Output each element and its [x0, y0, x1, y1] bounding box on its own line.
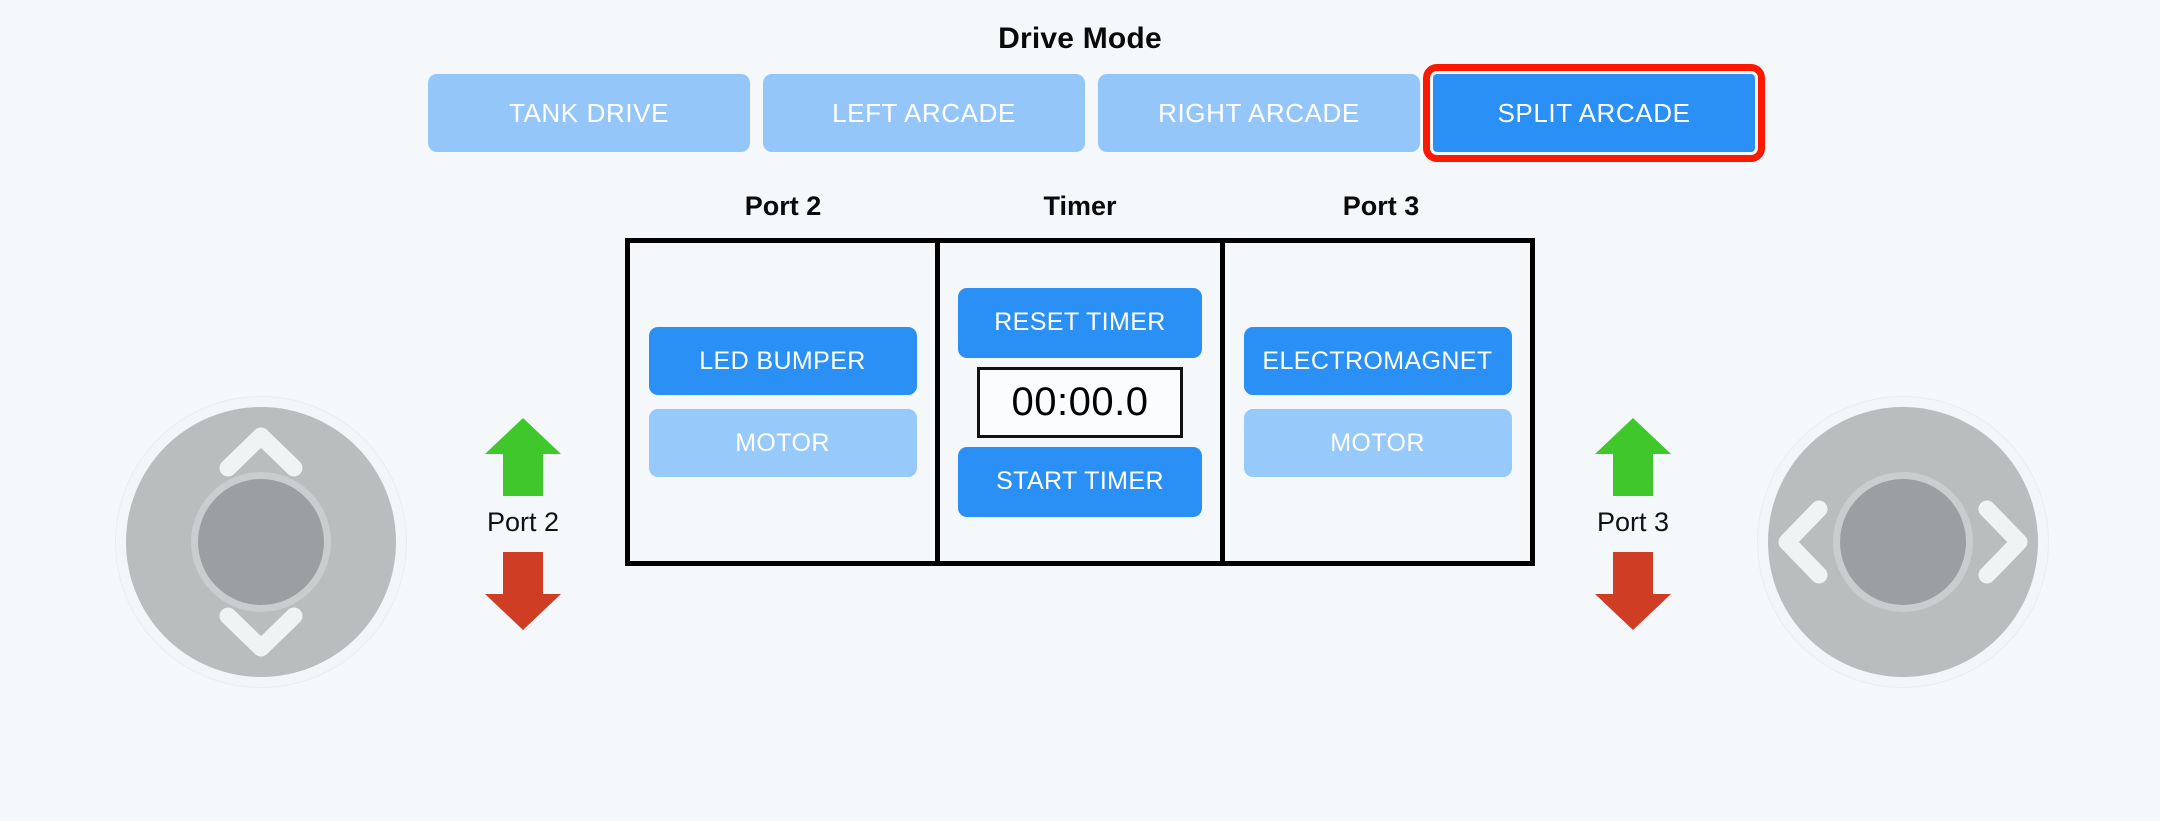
drive-mode-slot-tank: TANK DRIVE [428, 74, 750, 152]
port2-motor-button[interactable]: MOTOR [648, 409, 917, 477]
port2-up-arrow-icon [485, 418, 561, 496]
port2-indicator: Port 2 [443, 416, 603, 632]
port3-indicator-label: Port 3 [1596, 507, 1670, 537]
port3-down-arrow-icon [1595, 552, 1671, 630]
port2-led-bumper-button[interactable]: LED BUMPER [648, 327, 917, 395]
right-joystick-chevrons [1778, 500, 2028, 584]
chevron-down-icon [219, 607, 303, 657]
drive-mode-slot-split-arcade: SPLIT ARCADE [1423, 64, 1765, 162]
left-joystick[interactable] [115, 396, 407, 688]
port2-indicator-label: Port 2 [486, 507, 560, 537]
right-joystick-knob[interactable] [1840, 479, 1966, 605]
port3-column: ELECTROMAGNET MOTOR [1225, 243, 1530, 561]
port2-down-arrow-icon [485, 552, 561, 630]
timer-display: 00:00.0 [977, 366, 1183, 438]
left-joystick-knob[interactable] [198, 479, 324, 605]
reset-timer-button[interactable]: RESET TIMER [958, 287, 1202, 358]
drive-mode-split-arcade-button[interactable]: SPLIT ARCADE [1423, 64, 1765, 162]
port3-electromagnet-button[interactable]: ELECTROMAGNET [1243, 327, 1512, 395]
control-panel: LED BUMPER MOTOR RESET TIMER 00:00.0 STA… [625, 238, 1535, 566]
chevron-left-icon [1778, 500, 1828, 584]
port3-motor-button[interactable]: MOTOR [1243, 409, 1512, 477]
port2-column: LED BUMPER MOTOR [630, 243, 935, 561]
timer-column: RESET TIMER 00:00.0 START TIMER [935, 243, 1225, 561]
timer-section-header: Timer [1043, 191, 1117, 221]
drive-mode-slot-right-arcade: RIGHT ARCADE [1098, 74, 1420, 152]
page-title: Drive Mode [998, 22, 1162, 55]
drive-mode-tank-drive-button[interactable]: TANK DRIVE [428, 74, 750, 152]
right-joystick[interactable] [1757, 396, 2049, 688]
drive-mode-button-group: TANK DRIVE LEFT ARCADE RIGHT ARCADE SPLI… [428, 64, 1765, 162]
left-joystick-chevrons [219, 427, 303, 657]
port2-section-header: Port 2 [744, 191, 822, 221]
port3-indicator: Port 3 [1553, 416, 1713, 632]
chevron-up-icon [219, 427, 303, 477]
start-timer-button[interactable]: START TIMER [958, 446, 1202, 517]
drive-mode-slot-left-arcade: LEFT ARCADE [763, 74, 1085, 152]
drive-mode-right-arcade-button[interactable]: RIGHT ARCADE [1098, 74, 1420, 152]
drive-mode-left-arcade-button[interactable]: LEFT ARCADE [763, 74, 1085, 152]
port3-section-header: Port 3 [1342, 191, 1420, 221]
chevron-right-icon [1978, 500, 2028, 584]
port3-up-arrow-icon [1595, 418, 1671, 496]
